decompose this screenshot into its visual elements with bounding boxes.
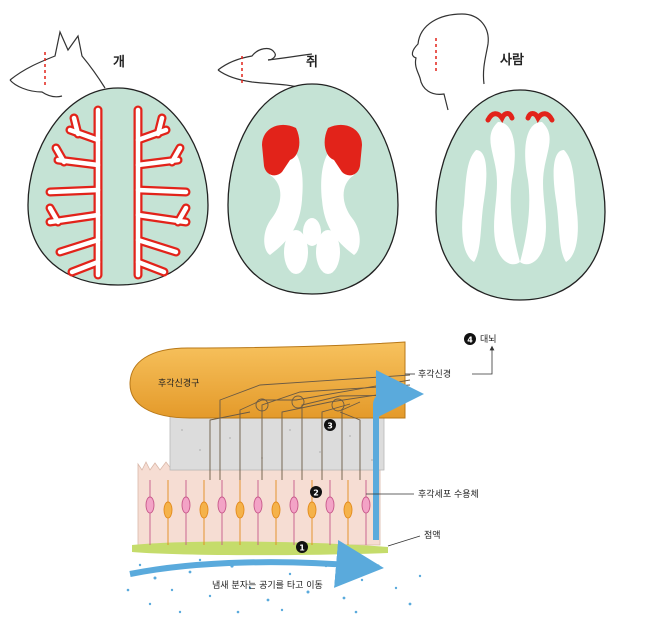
airflow-arrow (129, 540, 384, 588)
olfactory-nerve-label: 후각신경 (418, 368, 451, 380)
dog-brain (27, 87, 209, 286)
mouse-label: 쥐 (306, 55, 318, 70)
human-label: 사람 (500, 52, 524, 68)
mouse-olfactory-bulbs (262, 124, 362, 176)
receptor-cell (163, 480, 173, 545)
airflow-label: 냄새 분자는 공기를 타고 이동 (212, 580, 323, 591)
step-marker-1: 1 (296, 541, 308, 553)
brain-label: 대뇌 (480, 334, 497, 345)
mucus-label: 점액 (424, 529, 441, 541)
leader-lines (366, 345, 495, 547)
mouse-panel: 쥐 (217, 47, 399, 295)
receptor-cell (235, 480, 245, 545)
svg-text:2: 2 (313, 489, 319, 498)
receptor-cell (253, 480, 263, 545)
pathway-diagram: 1 2 3 4 후각신경구 후각신경 대뇌 후각세포 수용체 점액 냄새 분자는… (126, 333, 497, 614)
receptor-cells (145, 480, 371, 545)
receptor-cell (181, 480, 191, 545)
olfactory-nerve-fibers (209, 374, 411, 480)
svg-text:4: 4 (467, 336, 473, 345)
cribriform-plate (169, 415, 385, 471)
receptor-cell (271, 480, 281, 545)
receptor-cell (145, 480, 155, 545)
receptor-cell (343, 480, 353, 545)
airflow-up-arrow (372, 370, 424, 540)
receptor-cell (361, 480, 371, 545)
step-marker-4: 4 (464, 333, 476, 345)
receptor-cell (217, 480, 227, 545)
dog-olfactory-tissue (45, 105, 191, 280)
mouse-head-icon (217, 47, 313, 89)
receptor-cell (289, 480, 299, 545)
dog-label: 개 (113, 55, 125, 70)
mucus-layer (132, 541, 388, 556)
svg-text:1: 1 (299, 544, 305, 553)
human-brain (435, 89, 606, 301)
receptor-cell (199, 480, 209, 545)
dog-head-icon (9, 30, 106, 98)
step-marker-2: 2 (310, 486, 322, 498)
olfactory-bulb-label: 후각신경구 (158, 377, 199, 389)
svg-text:3: 3 (327, 422, 333, 431)
human-head-icon (411, 13, 489, 111)
receptor-cell (325, 480, 335, 545)
step-marker-3: 3 (324, 419, 336, 431)
receptor-label: 후각세포 수용체 (418, 488, 479, 500)
human-panel: 사람 (411, 13, 606, 301)
human-ventricles (462, 122, 578, 265)
human-olfactory-bulbs (485, 111, 555, 123)
mouse-brain (227, 83, 399, 295)
dog-panel: 개 (9, 30, 209, 286)
